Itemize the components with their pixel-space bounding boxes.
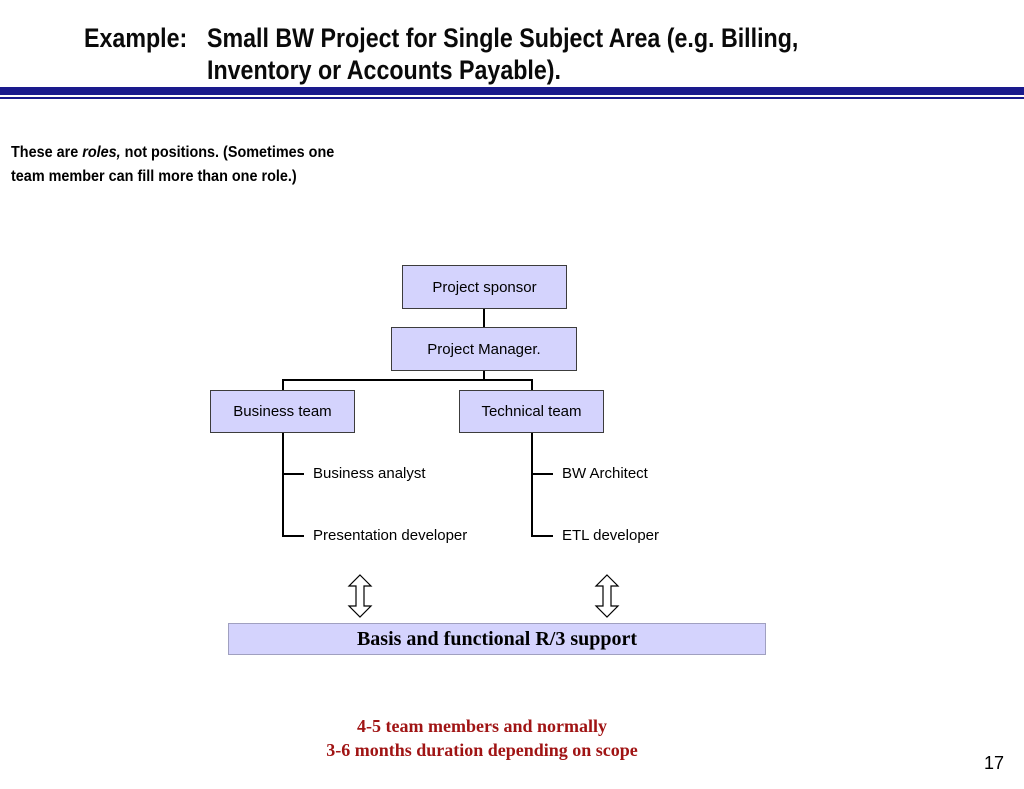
connector-to-technical-team bbox=[531, 379, 533, 391]
node-technical-team: Technical team bbox=[459, 390, 604, 433]
connector-manager-down bbox=[483, 370, 485, 380]
support-bar: Basis and functional R/3 support bbox=[228, 623, 766, 655]
intro-text: These are roles, not positions. (Sometim… bbox=[11, 141, 389, 189]
note-line-1: 4-5 team members and normally bbox=[357, 716, 607, 736]
double-arrow-icon-business bbox=[347, 574, 373, 618]
connector-technical-vertical bbox=[531, 432, 533, 537]
title-line-2: Inventory or Accounts Payable). bbox=[207, 55, 561, 85]
double-arrow-icon-technical bbox=[594, 574, 620, 618]
connector-sponsor-manager bbox=[483, 308, 485, 328]
intro-text-italic: roles, bbox=[82, 144, 121, 161]
role-bw-architect: BW Architect bbox=[562, 465, 648, 482]
page-number: 17 bbox=[983, 753, 1004, 773]
connector-to-business-team bbox=[282, 379, 284, 391]
role-business-analyst: Business analyst bbox=[313, 465, 426, 482]
node-project-sponsor: Project sponsor bbox=[402, 265, 567, 309]
connector-presentation-developer bbox=[282, 535, 304, 537]
node-business-team: Business team bbox=[210, 390, 355, 433]
intro-text-line-2: team member can fill more than one role.… bbox=[11, 168, 297, 185]
node-project-manager: Project Manager. bbox=[391, 327, 577, 371]
title-prefix: Example: bbox=[84, 23, 188, 53]
role-etl-developer: ETL developer bbox=[562, 527, 660, 544]
title-rule-thin bbox=[0, 97, 1024, 99]
connector-team-bar bbox=[282, 379, 533, 381]
connector-business-analyst bbox=[282, 473, 304, 475]
intro-text-before: These are bbox=[11, 144, 83, 161]
title-line-1: Small BW Project for Single Subject Area… bbox=[207, 23, 799, 53]
note-line-2: 3-6 months duration depending on scope bbox=[326, 740, 638, 760]
connector-business-vertical bbox=[282, 432, 284, 537]
connector-etl-developer bbox=[531, 535, 553, 537]
role-presentation-developer: Presentation developer bbox=[313, 527, 468, 544]
intro-text-after: not positions. (Sometimes one bbox=[120, 144, 335, 161]
title-rule bbox=[0, 87, 1024, 95]
connector-bw-architect bbox=[531, 473, 553, 475]
